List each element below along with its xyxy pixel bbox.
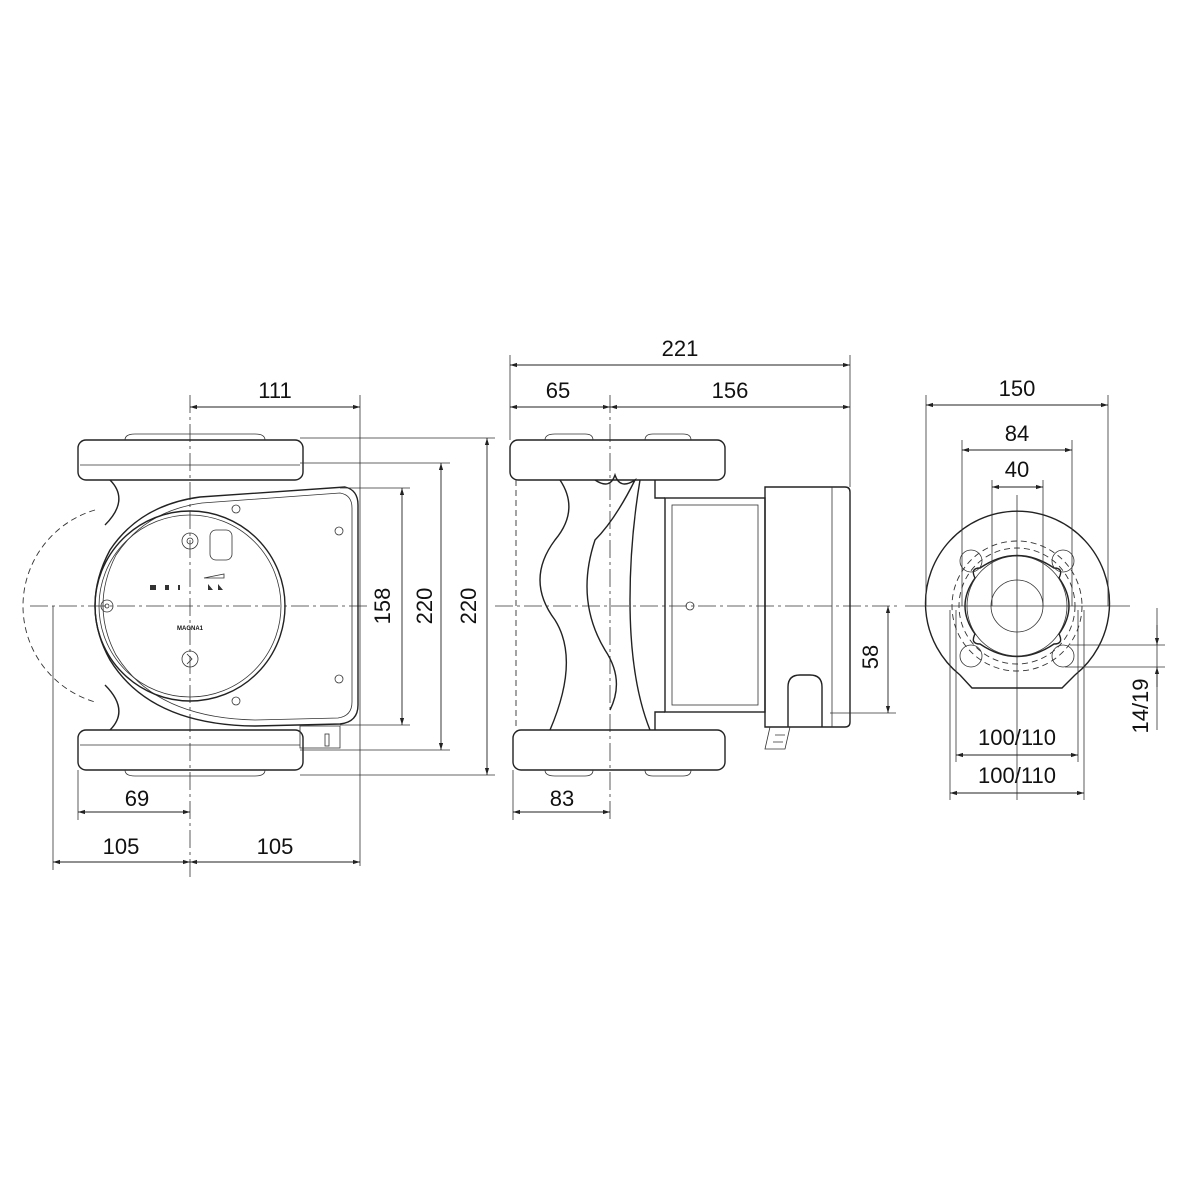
dim-220-outer: 220 (456, 588, 481, 625)
flange-view (905, 495, 1130, 800)
dim-150: 150 (999, 376, 1036, 401)
front-view: MAGNA1 (22, 395, 370, 880)
dim-84: 84 (1005, 421, 1029, 446)
dim-40: 40 (1005, 457, 1029, 482)
dim-100-110-inner: 100/110 (978, 725, 1056, 750)
side-dimensions: 221 65 156 83 58 (509, 336, 896, 820)
dim-158: 158 (370, 588, 395, 625)
dim-220-inner: 220 (412, 588, 437, 625)
control-symbols (150, 573, 225, 590)
dim-58: 58 (858, 645, 883, 669)
dim-14-19: 14/19 (1128, 678, 1153, 733)
logo-text: MAGNA1 (177, 626, 204, 632)
flange-dimensions: 150 84 40 100/110 100/110 14/19 (925, 376, 1165, 800)
dim-100-110-outer: 100/110 (978, 763, 1056, 788)
dim-69: 69 (125, 786, 149, 811)
dim-65: 65 (546, 378, 570, 403)
dim-83: 83 (550, 786, 574, 811)
dim-105-left: 105 (103, 834, 140, 859)
dim-111: 111 (258, 378, 291, 403)
dim-105-right: 105 (257, 834, 294, 859)
dim-221: 221 (662, 336, 699, 361)
side-view (495, 395, 900, 820)
front-dimensions: 111 158 220 220 69 105 105 (52, 378, 495, 870)
dim-156: 156 (712, 378, 749, 403)
